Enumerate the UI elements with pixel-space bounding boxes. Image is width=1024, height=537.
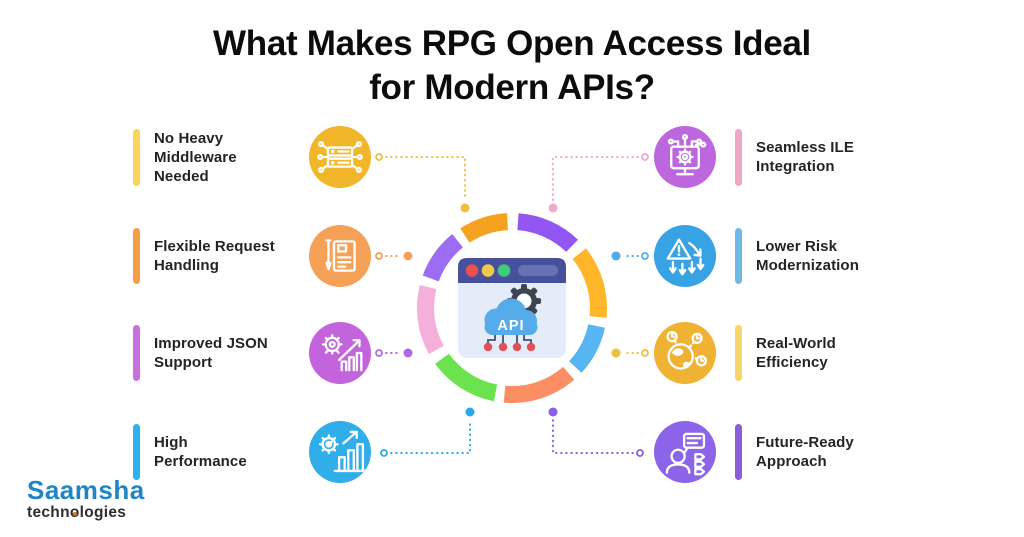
feature-label: Lower Risk Modernization (756, 238, 859, 274)
logo-name: Saamsha (27, 475, 145, 505)
gear-growth-chart-icon (309, 322, 371, 384)
connector-efficiency (611, 348, 649, 358)
feature-label: High Performance (154, 434, 247, 470)
feature-row-ile: Seamless ILE Integration (654, 118, 990, 196)
address-bar (518, 265, 558, 276)
ring-segment (460, 213, 509, 243)
accent-bar (133, 228, 140, 284)
ring-segment (572, 248, 607, 318)
feature-row-risk: Lower Risk Modernization (654, 217, 990, 295)
browser-header (458, 258, 566, 283)
logo-o-dot: o (69, 504, 80, 521)
cloud-icon (484, 298, 538, 335)
globe-clocks-icon (654, 322, 716, 384)
accent-bar (133, 325, 140, 381)
ring-segment (435, 353, 498, 402)
document-pen-icon (309, 225, 371, 287)
segmented-ring (417, 213, 607, 404)
title-line-1: What Makes RPG Open Access Ideal (213, 24, 811, 63)
feature-label: Real-World Efficiency (756, 335, 836, 371)
connector-request (375, 251, 413, 261)
logo-subtitle: technologies (27, 504, 127, 521)
feature-row-json: Improved JSON Support (133, 314, 371, 392)
accent-bar (133, 424, 140, 480)
feature-row-request: Flexible Request Handling (133, 217, 371, 295)
api-browser-illustration: API (458, 258, 566, 358)
traffic-light-red-icon (465, 264, 479, 277)
feature-label: No Heavy Middleware Needed (154, 129, 237, 185)
feature-row-efficiency: Real-World Efficiency (654, 314, 990, 392)
feature-row-middleware: No Heavy Middleware Needed (133, 118, 371, 196)
title-line-2: for Modern APIs? (369, 68, 655, 107)
connector-json (375, 348, 413, 358)
page-title: What Makes RPG Open Access Ideal for Mod… (0, 22, 1024, 110)
ring-segment (503, 366, 575, 404)
feature-row-performance: High Performance (133, 413, 371, 491)
feature-label: Future-Ready Approach (756, 434, 854, 470)
ring-segment (517, 213, 579, 253)
person-roadmap-icon (654, 421, 716, 483)
traffic-light-yellow-icon (481, 264, 495, 277)
ring-segment (422, 234, 464, 282)
company-logo: Saamsha technologies (27, 477, 145, 521)
accent-bar (133, 128, 140, 186)
circuit-lines (487, 335, 532, 343)
connector-risk (611, 251, 649, 261)
warning-down-arrows-icon (654, 225, 716, 287)
accent-bar (735, 228, 742, 284)
accent-bar (735, 325, 742, 381)
feature-row-future: Future-Ready Approach (654, 413, 990, 491)
connector-middleware (375, 153, 470, 213)
connector-ile (548, 153, 649, 213)
accent-bar (735, 424, 742, 480)
feature-label: Seamless ILE Integration (756, 139, 854, 175)
middleware-network-icon (309, 126, 371, 188)
feature-label: Improved JSON Support (154, 335, 268, 371)
traffic-light-green-icon (497, 264, 511, 277)
connector-future (548, 407, 644, 457)
ring-segment (568, 323, 605, 373)
connector-performance (380, 407, 475, 457)
api-label: API (497, 318, 524, 334)
feature-label: Flexible Request Handling (154, 238, 275, 274)
gear-bar-chart-icon (309, 421, 371, 483)
ring-segment (417, 285, 444, 355)
monitor-gear-icon (654, 126, 716, 188)
circuit-nodes (483, 342, 536, 352)
accent-bar (735, 128, 742, 186)
